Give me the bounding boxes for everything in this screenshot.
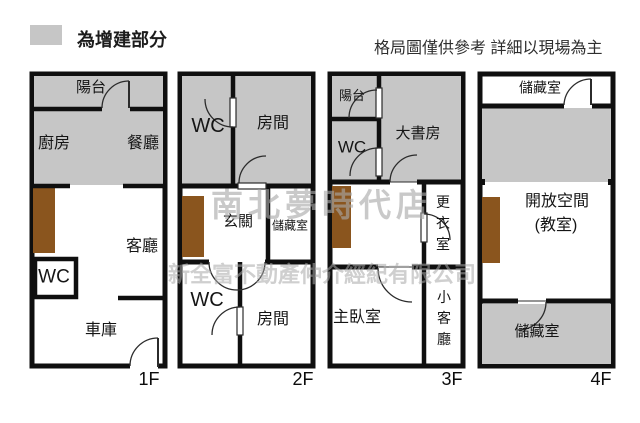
wc-door-bottom-2f [211,306,244,336]
room-label-foyer-2f: 玄關 [222,212,254,230]
kitchen-dining-area-1f [34,110,163,185]
room-label-balcony-3f: 陽台 [338,87,366,103]
room-label-storage-2f: 儲藏室 [271,218,309,233]
storage-bottom-area-4f [482,304,611,364]
wall-nub-right-4f [608,179,613,185]
section-walls-4f [480,103,613,304]
balcony-area-3f [332,76,378,120]
wc-area-3f [332,120,378,182]
room-label-garage-1f: 車庫 [84,322,118,340]
floorplan-1f [29,71,168,370]
floor-label-3f: 3F [441,369,463,390]
stairs-2f [182,196,204,257]
floorplan-3f [327,71,466,369]
study-door-3f [389,154,418,183]
room-label-classroom-4f: (教室) [534,217,578,235]
floorplan-4f [477,71,616,369]
wc-door-3f [349,147,383,177]
room-label-balcony-1f: 陽台 [75,78,107,96]
bedroom-door-top-2f [237,155,267,190]
floor-label-4f: 4F [590,369,612,390]
disclaimer-text: 格局圖僅供參考 詳細以現場為主 [374,40,603,57]
storage-top-door-4f [563,78,592,106]
room-label-bedroom-bottom-2f: 房間 [256,311,290,329]
room-label-dressing-3f: 更衣室 [435,194,451,258]
storage-bottom-door-4f [517,300,547,331]
legend-addition-swatch [30,25,62,45]
room-label-kitchen-1f: 廚房 [37,135,71,153]
room-label-wc-3f: WC [337,137,367,157]
section-walls-3f [330,179,463,270]
legend-label: 為增建部分 [77,30,167,50]
room-label-study-3f: 大書房 [395,124,441,142]
inner-walls-2f [230,74,271,366]
balcony-area-1f [34,76,163,110]
balcony-door-1f [101,80,130,109]
floor-label-1f: 1F [138,369,160,390]
wc-room-1f [32,256,79,300]
study-area-3f [378,76,461,182]
room-label-master-3f: 主臥室 [332,309,382,327]
room-label-open-space-4f: 開放空間 [524,193,590,211]
watermark-company-name: 新全富不動產仲介經紀有限公司 [167,262,477,287]
stairs-1f [33,188,55,253]
room-label-wc-top-2f: WC [191,115,225,137]
master-door-3f [377,266,413,303]
wc-door-top-2f [204,97,237,128]
watermark-store-name: 南北夢時代店 [210,187,434,223]
section-walls-2f [180,183,313,265]
room-label-bedroom-top-2f: 房間 [256,115,290,133]
room-label-living-1f: 客廳 [125,238,159,256]
floorplan-2f [177,71,316,369]
room-label-wc-bottom-2f: WC [190,289,224,311]
room-label-storage-bottom-4f: 儲藏室 [514,322,560,340]
balcony-door-3f [348,87,383,119]
open-space-addition-area-4f [482,108,611,182]
room-label-small-living-3f: 小客廳 [436,289,452,353]
stairs-4f [482,197,500,263]
room-label-dining-1f: 餐廳 [126,135,160,153]
wall-nub-left-4f [480,179,485,185]
floor-label-2f: 2F [292,369,314,390]
garage-door-1f [129,337,159,370]
inner-walls-1f [32,106,165,301]
stairs-3f [332,186,351,248]
top-rooms-area-2f [182,76,311,184]
room-label-wc-1f: WC [38,266,70,288]
entrance-door-2f [208,261,266,291]
room-label-storage-top-4f: 儲藏室 [519,79,561,96]
dressing-door-3f [420,212,451,243]
